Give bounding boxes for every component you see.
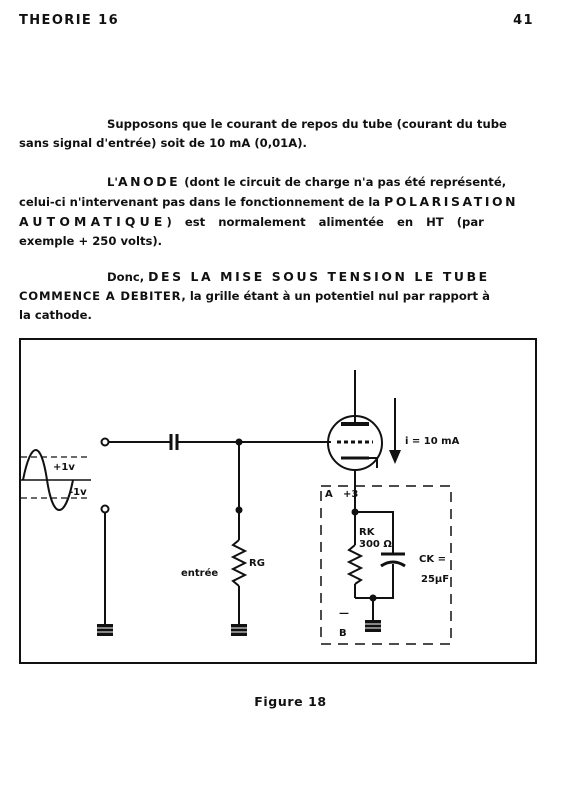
paragraph-1: Supposons que le courant de repos du tub…: [19, 115, 527, 153]
label-node-b: B: [339, 628, 347, 639]
p1-line-1: Supposons que le courant de repos du tub…: [107, 117, 507, 131]
label-minus: —: [339, 608, 349, 619]
p2-line-3b: ) est normalement alimentée en HT (par: [166, 215, 484, 229]
ck-top-wire: [355, 511, 394, 554]
label-plus-3: +3: [343, 489, 358, 500]
rk-resistor: [346, 544, 364, 585]
junction-grid: [235, 438, 243, 446]
label-current: i = 10 mA: [405, 436, 460, 447]
label-plus-1v: +1v: [53, 462, 75, 473]
page-number: 41: [513, 13, 534, 28]
p2-line-1c: (dont le circuit de charge n'a pas été r…: [180, 175, 507, 189]
ground-symbol-cathode: [365, 620, 381, 632]
label-rk: RK: [359, 527, 376, 538]
p3-line-2b: , la grille étant à un potentiel nul par…: [181, 289, 490, 303]
p1-line-2: sans signal d'entrée) soit de 10 mA (0,0…: [19, 136, 307, 150]
junction-cathode: [351, 508, 359, 516]
chapter-header: THEORIE 16: [19, 13, 120, 28]
tube-cathode-lead: [369, 457, 378, 468]
label-ck: CK =: [419, 554, 446, 565]
circuit-diagram: +1v -1v i = 10 mA A +3 RK 300 Ω CK = 25µ…: [21, 370, 460, 645]
input-terminal-top: [100, 437, 110, 447]
label-input: entrée: [181, 567, 218, 579]
p2-line-2a: celui-ci n'intervenant pas dans le fonct…: [19, 195, 385, 209]
p3-emphasis-2: COMMENCE A DEBITER: [19, 289, 182, 303]
paragraph-2: L'ANODE (dont le circuit de charge n'a p…: [19, 172, 527, 251]
paragraph-3: Donc, DES LA MISE SOUS TENSION LE TUBE C…: [19, 267, 527, 325]
p3-line-3: la cathode.: [19, 308, 92, 322]
ck-plate-bottom: [380, 560, 406, 568]
rg-resistor: [230, 539, 248, 587]
p2-anode: ANODE: [117, 174, 181, 189]
p2-line-4: exemple + 250 volts).: [19, 234, 163, 248]
figure-caption: Figure 18: [254, 694, 327, 709]
junction-rg: [235, 506, 243, 514]
p2-line-1a: L': [107, 175, 118, 189]
label-node-a: A: [325, 489, 333, 500]
label-rk-value: 300 Ω: [359, 539, 392, 550]
ground-symbol-left: [97, 624, 113, 636]
label-rg: RG: [249, 558, 265, 569]
ck-bottom-wire: [355, 564, 394, 599]
p2-polarisation: POLARISATION: [384, 194, 519, 209]
junction-bottom: [369, 594, 377, 602]
label-minus-1v: -1v: [69, 487, 87, 498]
current-arrow-head: [389, 450, 401, 464]
circuit-figure: +1v -1v i = 10 mA A +3 RK 300 Ω CK = 25µ…: [19, 338, 537, 664]
p3-emphasis-1: DES LA MISE SOUS TENSION LE TUBE: [148, 269, 490, 284]
cathode-dashed-box: [320, 485, 452, 645]
label-ck-value: 25µF: [421, 574, 449, 585]
ground-symbol-rg: [231, 624, 247, 636]
input-terminal-bottom: [100, 504, 110, 514]
p3-line-1a: Donc,: [107, 270, 149, 284]
p2-automatique: AUTOMATIQUE: [19, 214, 167, 229]
